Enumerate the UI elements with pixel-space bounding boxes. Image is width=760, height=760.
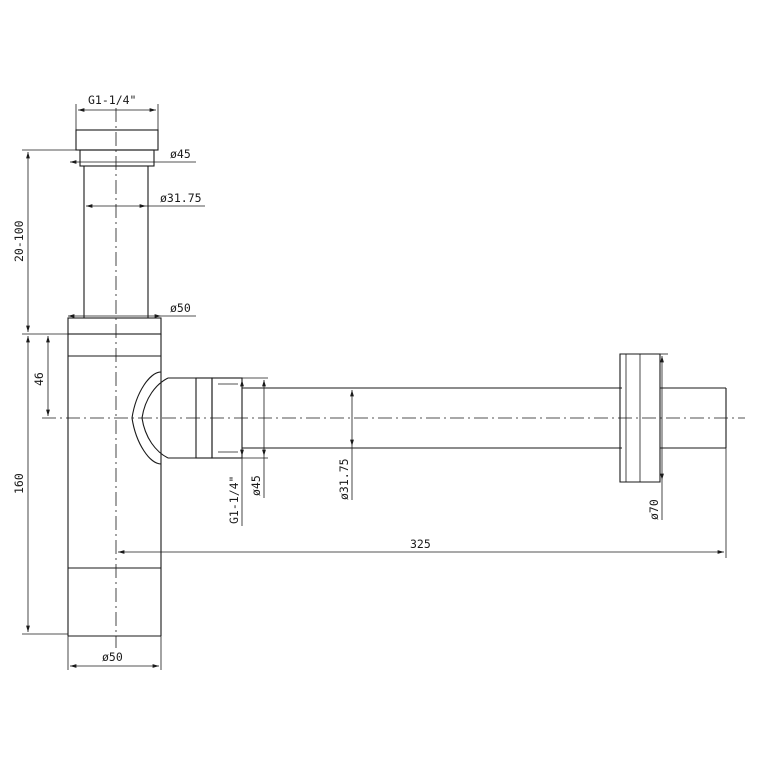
top-nut: [75, 129, 159, 167]
dim-outlet: G1-1/4" ø45: [227, 377, 268, 526]
outlet-connection: [131, 371, 243, 465]
height-46-label: 46: [32, 372, 46, 386]
height-range-label: 20-100: [12, 220, 26, 262]
dim-top-d3175: ø31.75: [86, 191, 205, 208]
height-160-label: 160: [12, 473, 26, 494]
body-d50-bottom-label: ø50: [102, 650, 123, 664]
outlet-thread-label: G1-1/4": [227, 476, 241, 524]
length-325-label: 325: [410, 537, 431, 551]
dim-top-d45: ø45: [70, 147, 196, 164]
dim-flange-d70: ø70: [647, 353, 668, 520]
dim-left-vertical: 20-100 46 160: [12, 149, 76, 635]
dim-pipe-d3175: ø31.75: [337, 390, 354, 500]
bottle-body: [67, 317, 162, 637]
wall-flange: [619, 353, 727, 483]
top-d3175-label: ø31.75: [160, 191, 202, 205]
outlet-d45-label: ø45: [249, 475, 263, 496]
pipe-d3175-label: ø31.75: [337, 458, 351, 500]
riser-pipe: [83, 166, 149, 318]
top-d45-label: ø45: [170, 147, 191, 161]
dim-top-thread: G1-1/4": [75, 93, 159, 130]
top-thread-label: G1-1/4": [88, 93, 136, 107]
body-d50-top-label: ø50: [170, 301, 191, 315]
dim-body-d50-bottom: ø50: [67, 636, 162, 670]
horizontal-pipe: [242, 387, 622, 449]
dim-length-325: 325: [118, 448, 727, 558]
flange-d70-label: ø70: [647, 499, 661, 520]
dim-body-d50-top: ø50: [68, 301, 196, 318]
